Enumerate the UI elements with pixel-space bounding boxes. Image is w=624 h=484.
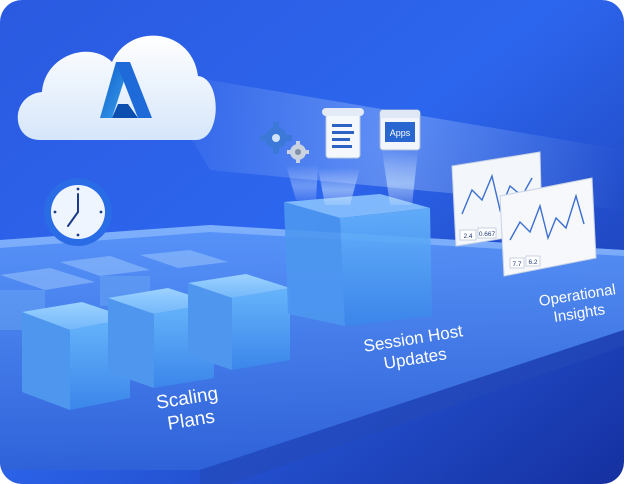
azure-logo-icon [100,62,152,118]
platform [0,225,624,484]
chart-1-stats: 2.4 0.667 [459,227,497,241]
cube-scaling-3 [188,274,290,370]
beam-1 [318,168,360,205]
cube-session-host [284,194,432,326]
cube-scaling-1 [22,302,130,410]
beam-3 [286,165,318,200]
chart-2-stat-a: 7.7 [512,261,521,268]
apps-window-icon: Apps [379,109,421,151]
cloud-icon [17,35,216,140]
chart-1-stat-a: 2.4 [463,233,472,240]
chart-2-stat-b: 6.2 [528,259,537,266]
gear-icon [260,122,309,163]
chart-card-2: 7.7 6.2 [499,177,597,277]
beam-2 [382,150,418,205]
chart-2-stats: 7.7 6.2 [509,255,541,269]
line-chart-2-icon [509,193,585,241]
chart-1-stat-b: 0.667 [479,231,496,238]
clock-icon [44,178,112,246]
document-icon [322,108,364,159]
apps-label: Apps [390,128,411,138]
